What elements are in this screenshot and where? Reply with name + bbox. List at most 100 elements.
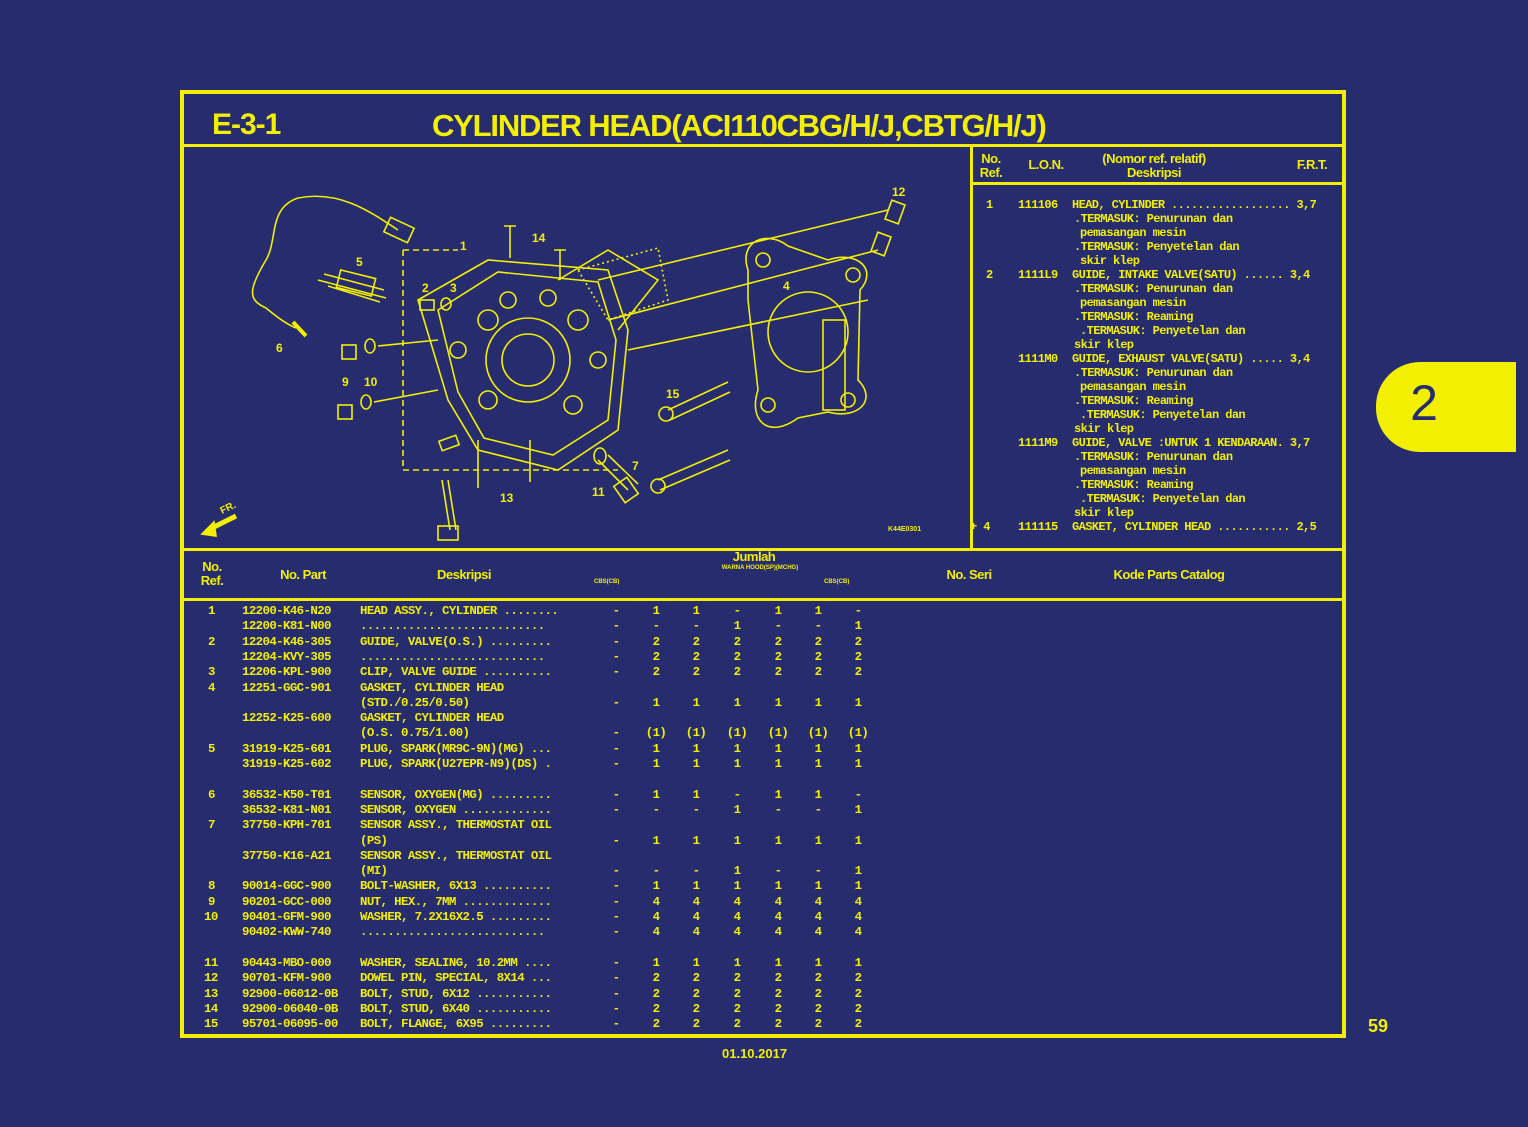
row-quantity: -	[854, 604, 862, 618]
row-ref: 13	[204, 986, 218, 1001]
row-description: PLUG, SPARK(U27EPR-N9)(DS) .	[360, 757, 552, 771]
row-quantity: 2	[733, 665, 741, 680]
row-quantity: 1	[733, 802, 741, 817]
row-quantity: 1	[854, 864, 862, 879]
row-description: ...........................	[360, 619, 545, 634]
lon-header-deskripsi: Deskripsi	[1126, 165, 1182, 180]
row-quantity: 2	[774, 1017, 782, 1032]
parts-subheader-cbs-b: CBS(CB)	[824, 579, 850, 585]
row-quantity: 2	[854, 649, 862, 664]
row-ref: 7	[208, 818, 215, 833]
row-quantity: 2	[733, 1001, 741, 1016]
page-title: CYLINDER HEAD(ACI110CBG/H/J,CBTG/H/J)	[432, 108, 1047, 143]
row-quantity: 1	[692, 741, 700, 756]
row-quantity: 2	[652, 986, 660, 1001]
lon-ref: 2	[986, 268, 993, 282]
row-quantity: -	[652, 802, 660, 817]
parts-header-seri: No. Seri	[946, 567, 992, 582]
row-quantity: 1	[733, 879, 741, 894]
row-quantity: 1	[854, 955, 862, 970]
section-tab[interactable]: 2	[1376, 362, 1516, 452]
row-quantity: -	[612, 757, 620, 771]
row-description: (MI)	[360, 864, 388, 879]
lon-subnote: .TERMASUK: Penyetelan dan	[1080, 492, 1246, 506]
section-tab-number: 2	[1410, 375, 1438, 431]
row-part-number: 90701-KFM-900	[242, 971, 331, 986]
diagram-divider	[970, 146, 973, 550]
row-quantity: 2	[692, 1001, 700, 1016]
lon-subnote: .TERMASUK: Reaming	[1074, 478, 1193, 492]
row-quantity: 1	[692, 604, 700, 618]
row-quantity: 1	[774, 955, 782, 970]
row-quantity: 2	[814, 665, 822, 680]
row-quantity: 1	[854, 695, 862, 710]
lon-subnote: .TERMASUK: Penurunan dan	[1074, 212, 1233, 226]
row-quantity: -	[612, 864, 620, 879]
row-quantity: 1	[774, 741, 782, 756]
row-quantity: 1	[733, 741, 741, 756]
row-quantity: 1	[774, 695, 782, 710]
lon-subnote: .TERMASUK: Penurunan dan	[1074, 366, 1233, 380]
row-quantity: -	[612, 741, 620, 756]
row-quantity: -	[612, 787, 620, 802]
row-quantity: -	[652, 619, 660, 634]
row-quantity: 2	[774, 986, 782, 1001]
row-quantity: 4	[854, 925, 862, 940]
row-ref: 11	[204, 955, 218, 970]
row-description: NUT, HEX., 7MM .............	[360, 894, 552, 909]
row-quantity: 4	[854, 910, 862, 924]
row-ref: 8	[208, 879, 215, 894]
row-ref: 6	[208, 787, 215, 802]
lon-header-nomor: (Nomor ref. relatif)	[1102, 151, 1206, 166]
row-description: BOLT, FLANGE, 6X95 .........	[360, 1017, 552, 1032]
row-quantity: 1	[652, 955, 660, 970]
row-quantity: 1	[652, 695, 660, 710]
lon-code: 1111M0	[1018, 352, 1058, 366]
row-part-number: 90201-GCC-000	[242, 894, 331, 909]
row-quantity: -	[612, 910, 620, 924]
row-quantity: 2	[854, 665, 862, 680]
exploded-diagram: 1 2 3 4 5 6 7 8 9 10 11 12 13 14 15 K44E…	[188, 150, 970, 632]
row-quantity: -	[612, 833, 620, 848]
row-quantity: (1)	[645, 726, 667, 741]
row-part-number: 12251-GGC-901	[242, 680, 331, 695]
row-quantity: 4	[774, 925, 782, 940]
row-part-number: 36532-K50-T01	[242, 787, 331, 802]
lon-subnote: .TERMASUK: Penurunan dan	[1074, 450, 1233, 464]
row-quantity: 2	[692, 649, 700, 664]
row-description: SENSOR ASSY., THERMOSTAT OIL	[360, 818, 552, 833]
row-quantity: 2	[814, 971, 822, 986]
row-ref: 14	[204, 1001, 218, 1016]
row-quantity: -	[814, 864, 822, 879]
row-ref: 3	[208, 665, 215, 680]
row-quantity: 4	[733, 910, 741, 924]
row-quantity: -	[774, 864, 782, 879]
row-quantity: 1	[733, 864, 741, 879]
label-7: 7	[632, 459, 639, 473]
row-quantity: 2	[854, 1017, 862, 1032]
label-10: 10	[364, 375, 378, 389]
row-ref: 4	[208, 680, 215, 695]
label-15: 15	[666, 387, 680, 401]
row-quantity: 1	[692, 757, 700, 771]
row-quantity: 1	[652, 787, 660, 802]
row-quantity: 1	[774, 833, 782, 848]
row-part-number: 12252-K25-600	[242, 711, 331, 726]
row-quantity: -	[612, 619, 620, 634]
row-quantity: -	[652, 864, 660, 879]
row-description: GUIDE, VALVE(O.S.) .........	[360, 634, 552, 649]
label-4: 4	[783, 279, 790, 293]
lon-code: 1111M9	[1018, 436, 1058, 450]
row-part-number: 12200-K46-N20	[242, 604, 331, 618]
parts-header-desc: Deskripsi	[436, 567, 492, 582]
row-quantity: (1)	[807, 726, 829, 741]
row-description: HEAD ASSY., CYLINDER ........	[360, 604, 559, 618]
diagram-code-text: K44E0301	[888, 526, 922, 533]
lon-subnote: skir klep	[1074, 506, 1134, 520]
row-quantity: 1	[652, 741, 660, 756]
row-quantity: 2	[814, 1017, 822, 1032]
row-ref: 10	[204, 910, 218, 924]
row-quantity: 2	[774, 971, 782, 986]
row-description: GASKET, CYLINDER HEAD	[360, 711, 504, 726]
lon-code: 111106	[1018, 198, 1058, 212]
